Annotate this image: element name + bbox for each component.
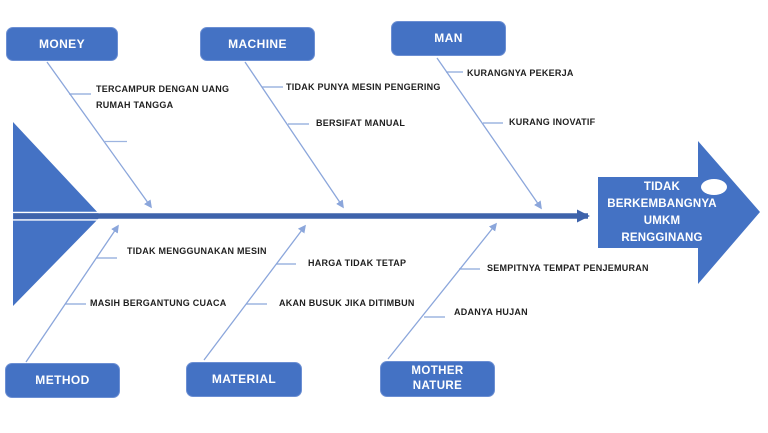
branch-line-material	[203, 224, 306, 361]
branch-line-money	[46, 61, 152, 209]
branch-line-machine	[244, 61, 344, 209]
effect-label: TIDAK BERKEMBANGNYA UMKM RENGGINANG	[607, 181, 717, 244]
branch-line-man	[436, 57, 542, 210]
category-box-machine: MACHINE	[200, 27, 315, 61]
cause-label-material-1: HARGA TIDAK TETAP	[308, 258, 407, 268]
category-box-mother-nature: MOTHER NATURE	[380, 361, 495, 397]
cause-label-method-1: TIDAK MENGGUNAKAN MESIN	[127, 246, 267, 256]
cause-label-money-1: TERCAMPUR DENGAN UANG RUMAH TANGGA	[96, 84, 230, 110]
branch-line-method	[25, 224, 119, 363]
category-box-money: MONEY	[6, 27, 118, 61]
cause-label-machine-2: BERSIFAT MANUAL	[316, 118, 406, 128]
fish-head-arrow-shape	[598, 141, 760, 284]
cause-label-man-1: KURANGNYA PEKERJA	[467, 68, 574, 78]
category-box-material: MATERIAL	[186, 362, 302, 397]
category-box-man: MAN	[391, 21, 506, 56]
branch-line-mother-nature	[387, 222, 497, 360]
cause-label-material-2: AKAN BUSUK JIKA DITIMBUN	[279, 298, 415, 308]
cause-label-mother-nature-1: SEMPITNYA TEMPAT PENJEMURAN	[487, 263, 649, 273]
cause-label-method-2: MASIH BERGANTUNG CUACA	[90, 298, 227, 308]
cause-label-machine-1: TIDAK PUNYA MESIN PENGERING	[286, 82, 441, 92]
fish-eye-icon	[701, 179, 727, 195]
cause-label-mother-nature-2: ADANYA HUJAN	[454, 307, 528, 317]
cause-label-man-2: KURANG INOVATIF	[509, 117, 596, 127]
category-box-method: METHOD	[5, 363, 120, 398]
